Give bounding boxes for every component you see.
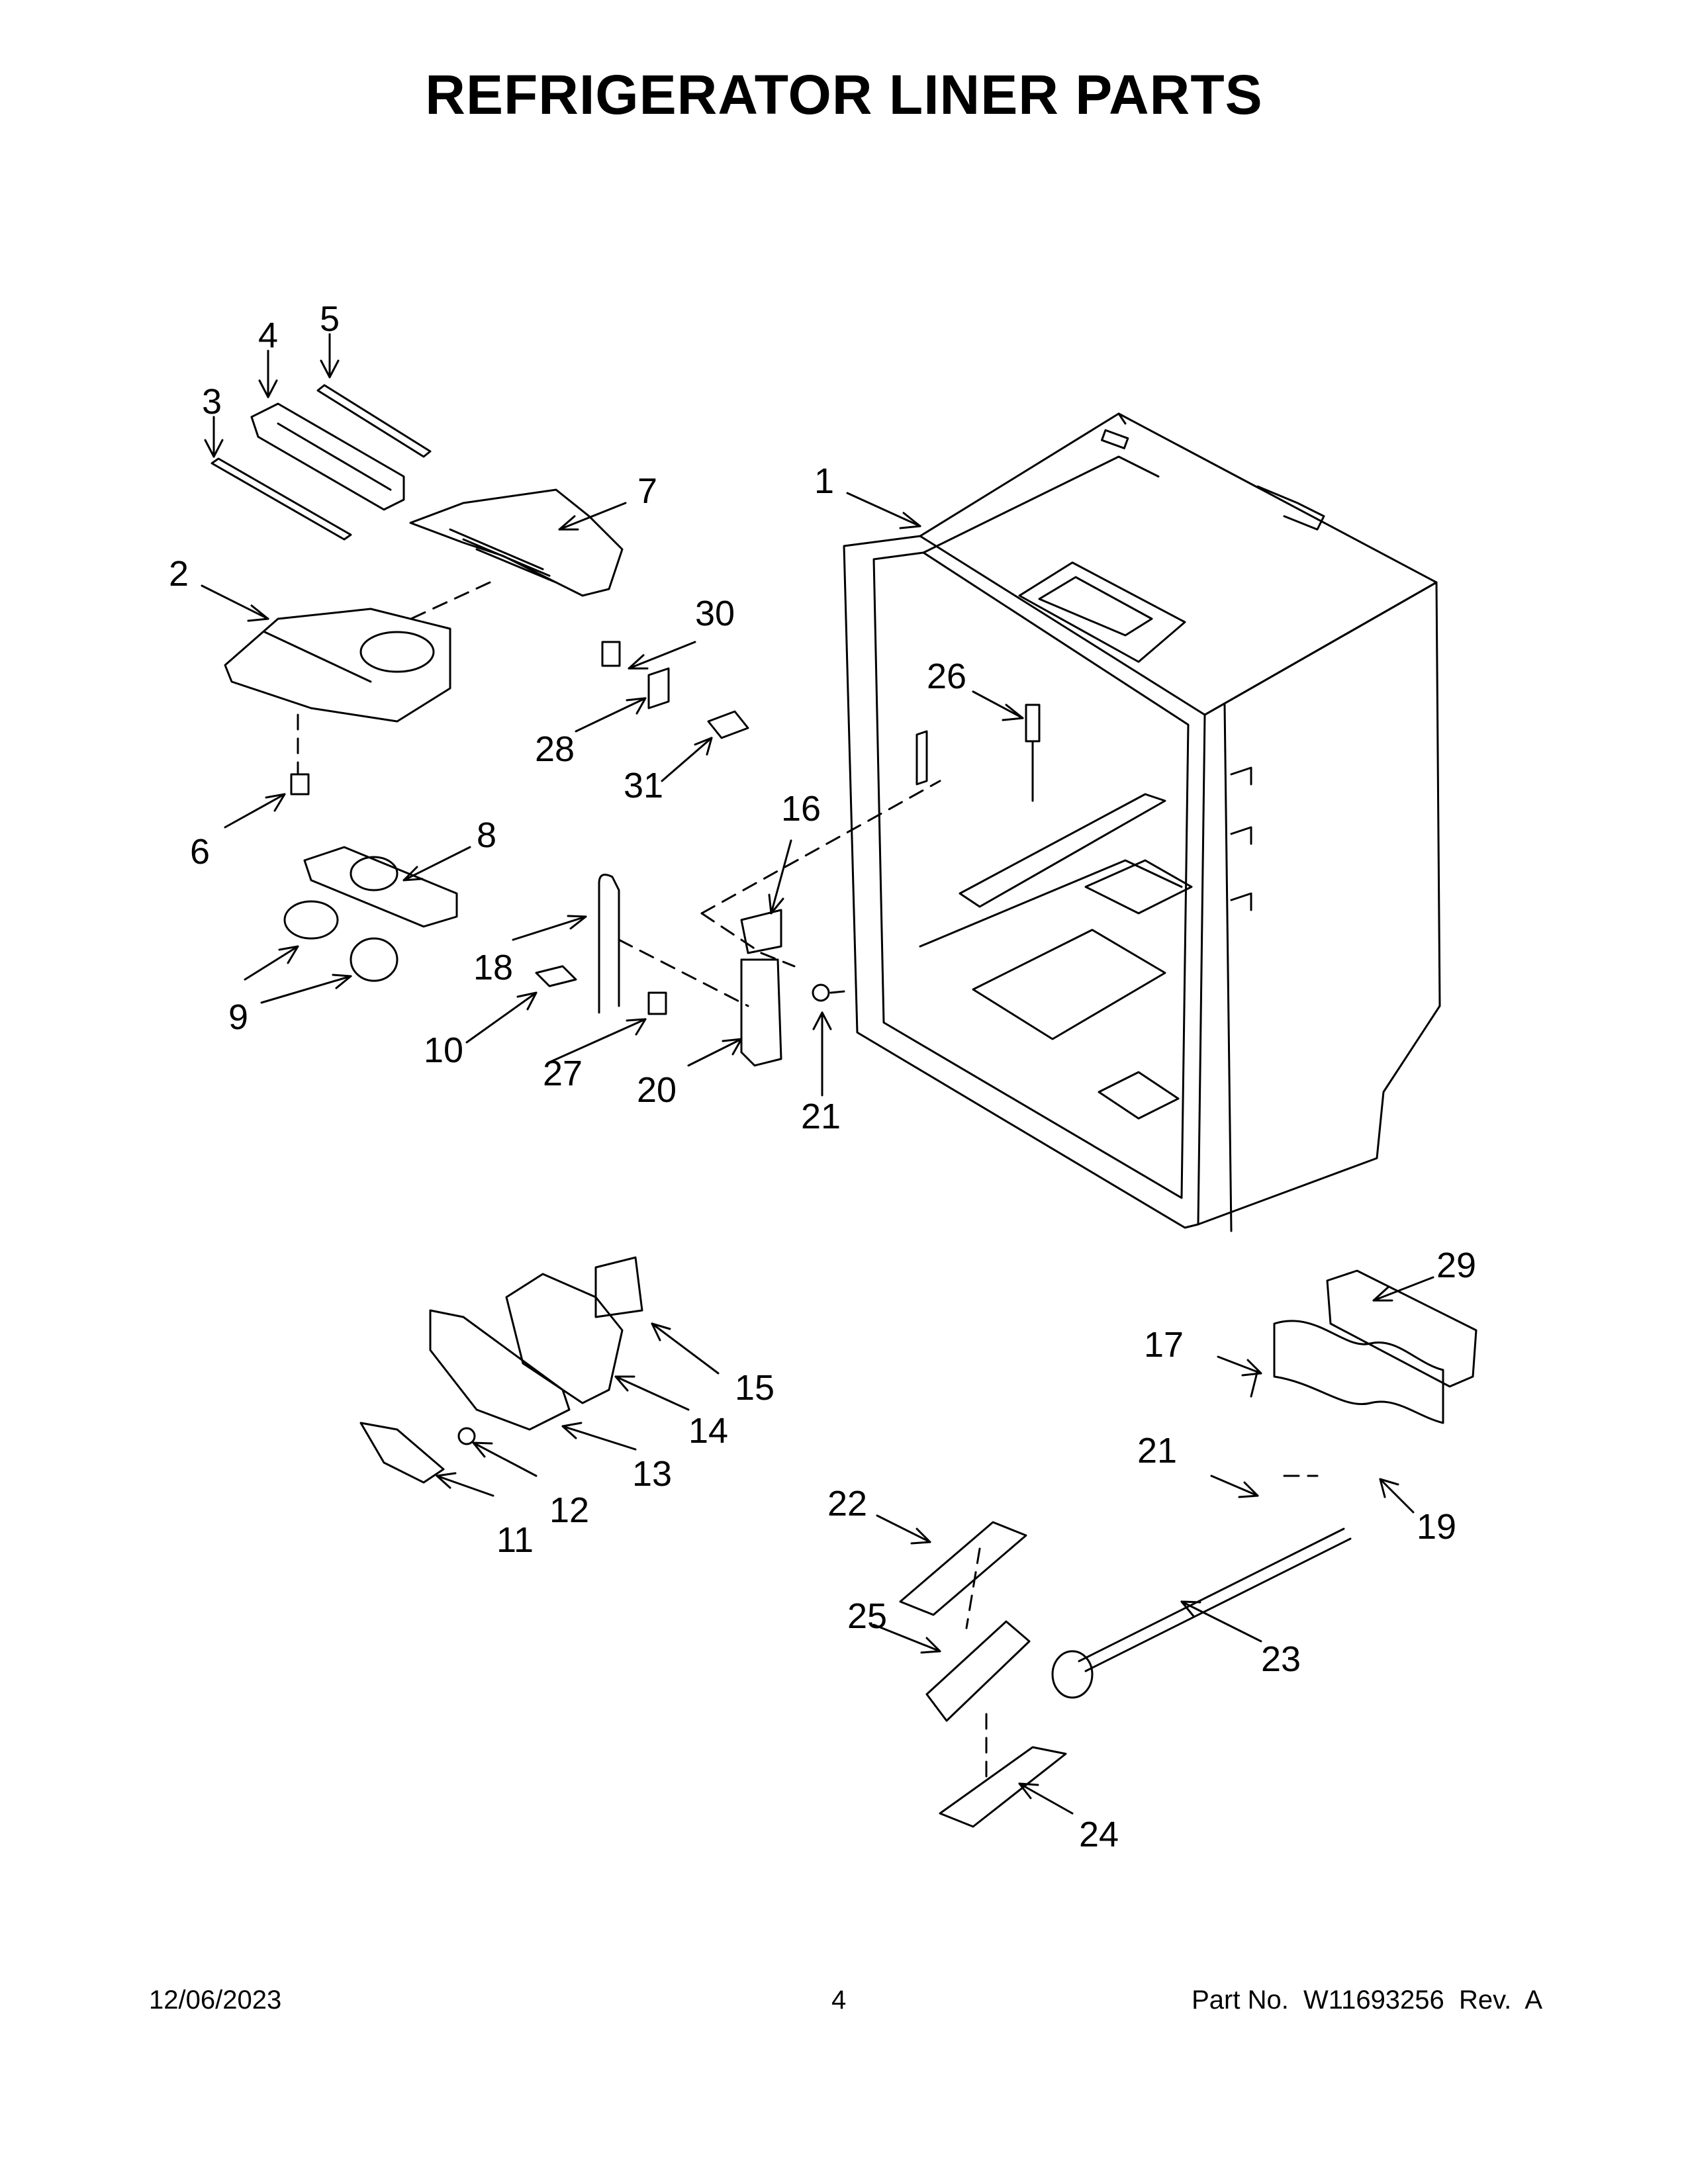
part-bracket-drawings [211,384,1041,982]
callout-23: 23 [1261,1639,1301,1679]
callout-4: 4 [258,316,278,355]
callout-30: 30 [695,594,735,633]
callout-24: 24 [1079,1815,1119,1854]
callout-15: 15 [735,1368,774,1408]
callout-27: 27 [543,1054,583,1093]
part-dispenser-drawings [535,874,845,1067]
callout-10: 10 [424,1030,463,1070]
callout-14: 14 [688,1411,728,1451]
callout-9: 9 [228,997,248,1037]
page-title: REFRIGERATOR LINER PARTS [425,64,1263,126]
callout-7: 7 [637,471,657,511]
callout-5: 5 [320,299,340,339]
callout-6: 6 [190,832,210,872]
callout-8: 8 [477,815,496,855]
callout-29: 29 [1436,1246,1476,1285]
callout-21: 21 [801,1097,841,1136]
dashed-assembly-lines [297,581,1319,1782]
callout-18: 18 [473,948,513,987]
callout-17: 17 [1144,1325,1184,1365]
footer-date: 12/06/2023 [149,1985,282,2015]
part-liner-drawing [843,412,1441,1232]
callout-16: 16 [781,789,821,829]
callout-2: 2 [169,554,189,594]
callout-3: 3 [202,382,222,422]
callout-26: 26 [927,657,966,696]
footer-part-number: Part No. W11693256 Rev. A [1192,1985,1542,2015]
callout-12: 12 [549,1490,589,1530]
callout-13: 13 [632,1454,672,1494]
callout-22: 22 [827,1484,867,1524]
footer-page-number: 4 [831,1985,847,2015]
callout-25: 25 [847,1596,887,1636]
callout-11: 11 [496,1520,534,1560]
callout-31: 31 [624,766,663,805]
callout-21: 21 [1137,1431,1177,1471]
callout-labels: 1 2 3 4 5 6 7 8 9 10 11 12 13 14 15 16 1… [169,299,1476,1854]
leader-arrows [201,333,1434,1815]
part-water-valve-drawings [359,1256,643,1484]
callout-1: 1 [814,461,834,501]
part-heater-drawings [899,1269,1477,1828]
callout-19: 19 [1417,1507,1456,1547]
callout-20: 20 [637,1070,677,1110]
callout-28: 28 [535,729,575,769]
